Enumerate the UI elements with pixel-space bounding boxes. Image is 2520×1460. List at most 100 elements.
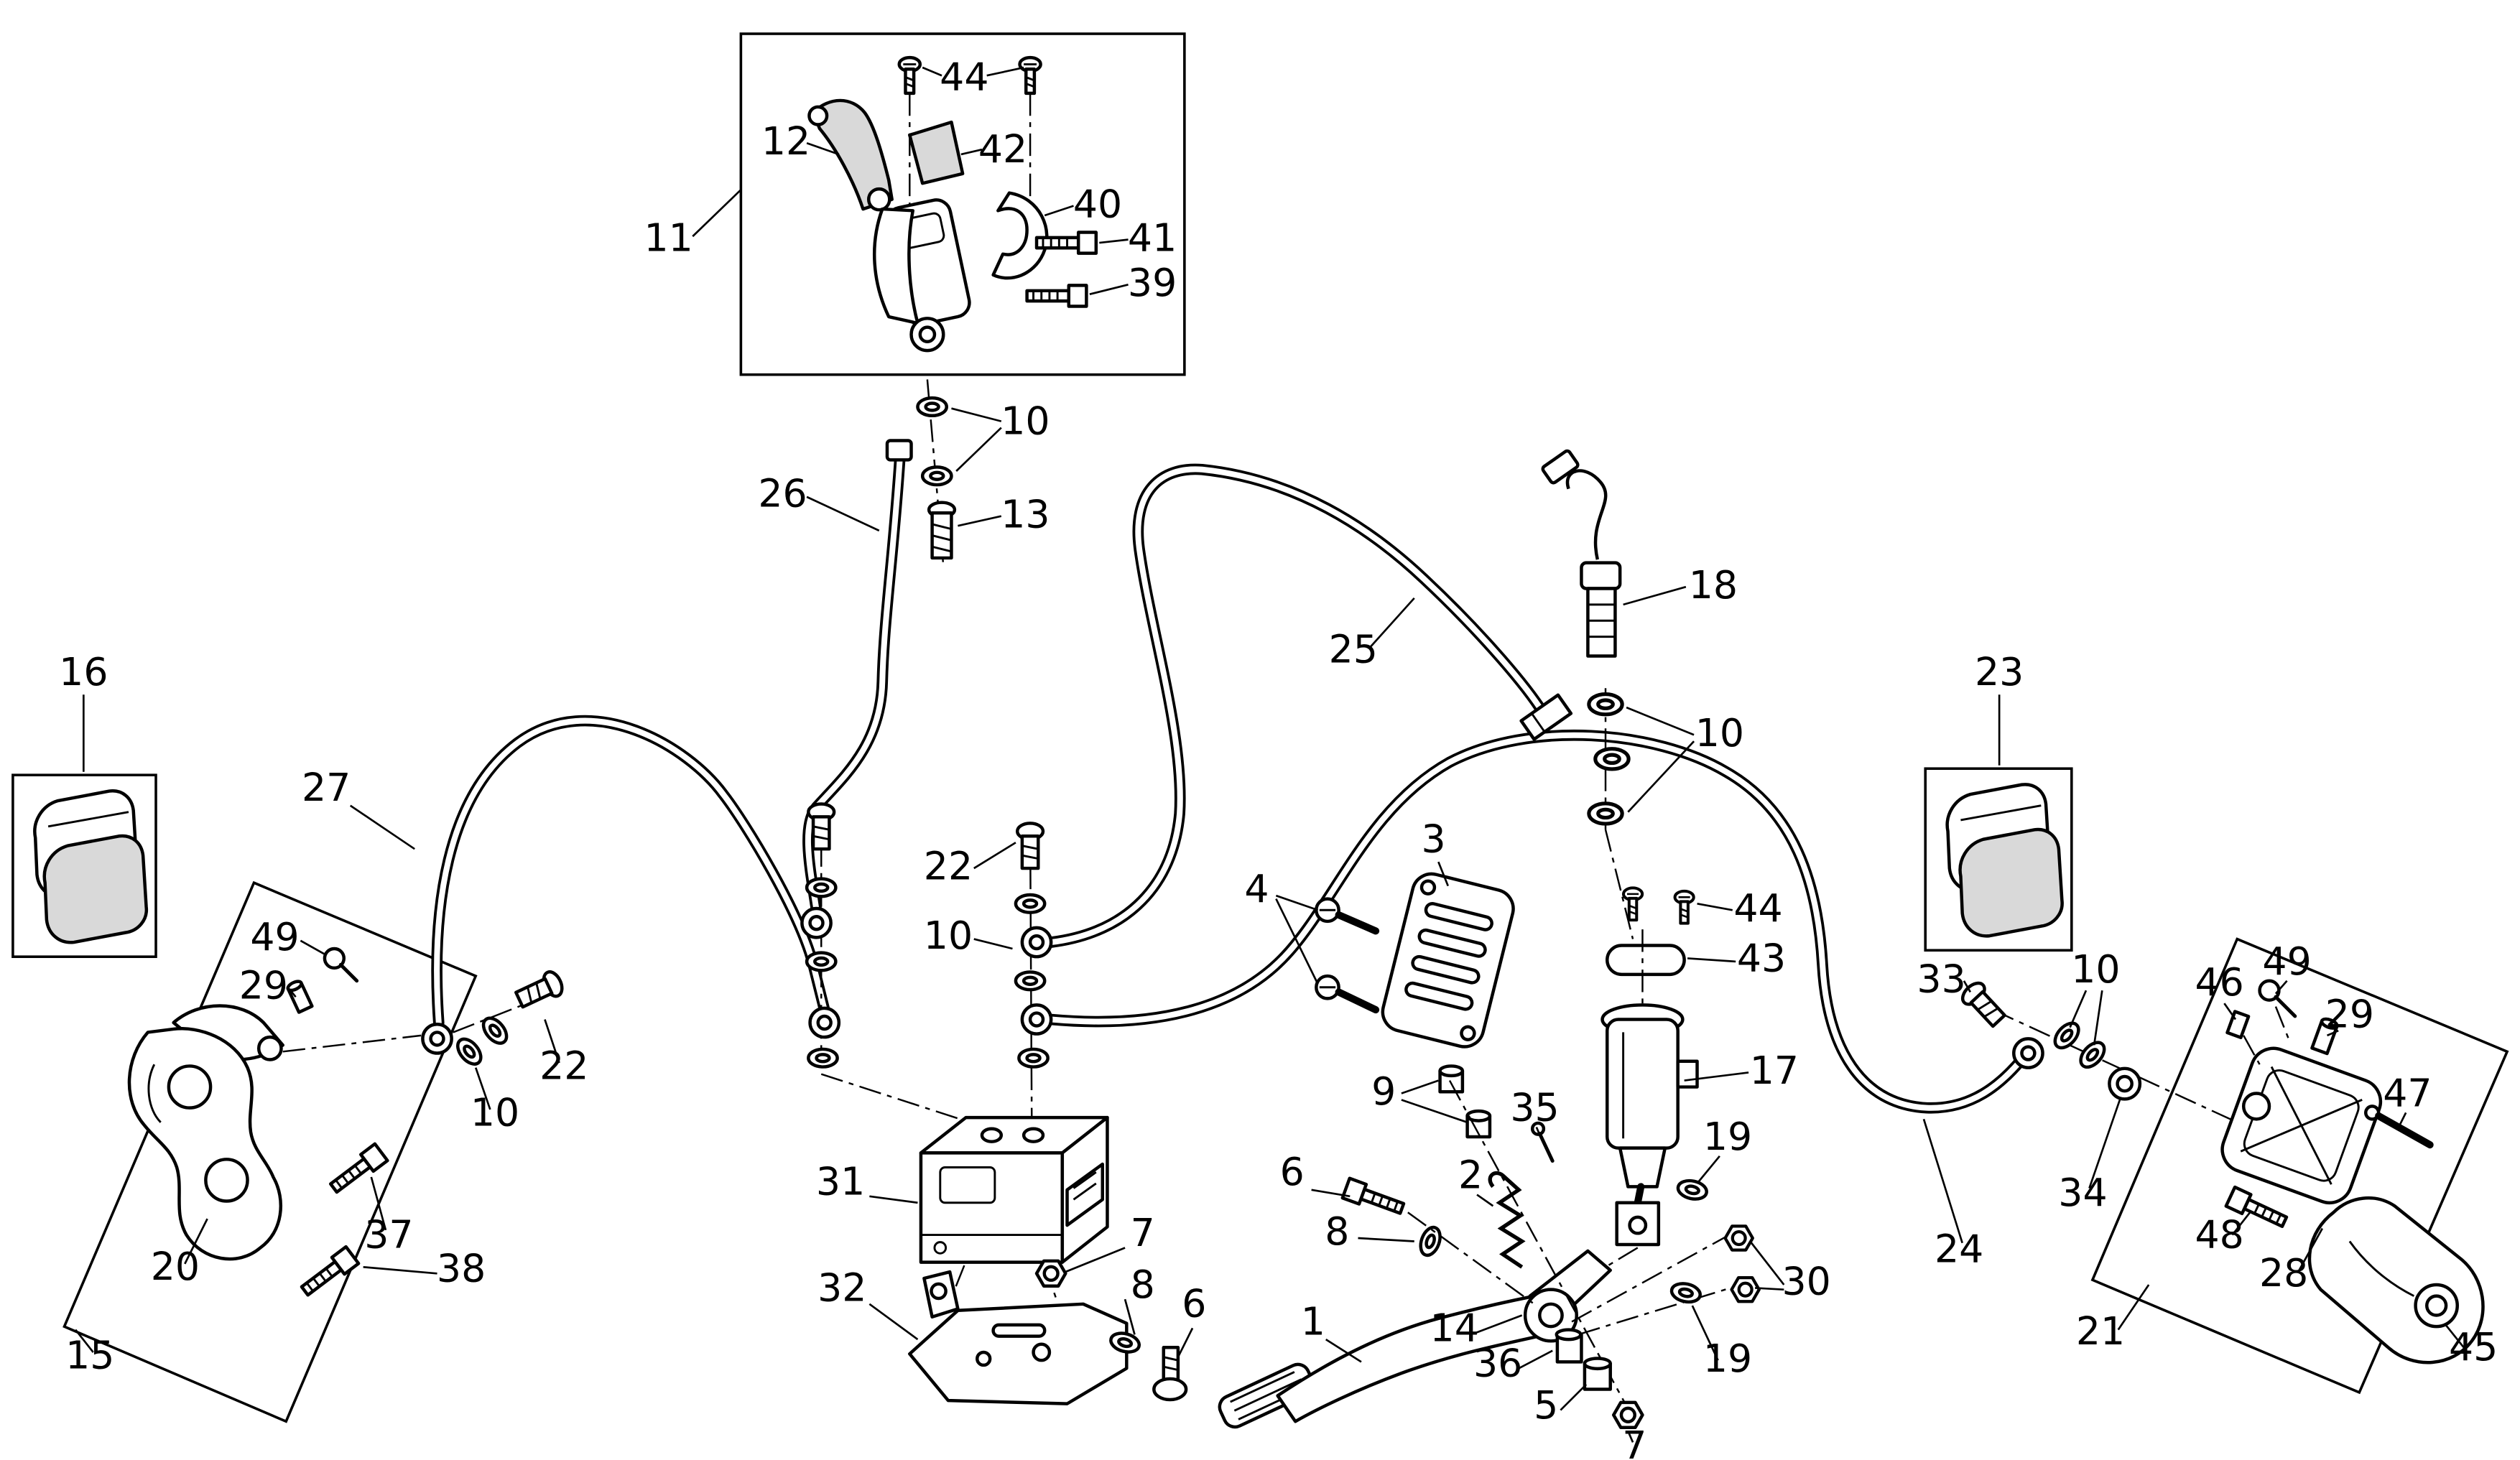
callout-8a: 8 (1325, 1209, 1349, 1254)
lever-mount-wedge (908, 120, 965, 185)
callout-38: 38 (437, 1245, 486, 1291)
callout-19a: 19 (1703, 1114, 1752, 1159)
callout-35: 35 (1510, 1085, 1559, 1130)
abs-bracket (908, 1261, 1188, 1405)
callout-labels: 44 12 42 40 41 39 11 10 26 13 25 18 10 1… (59, 54, 2498, 1460)
rear-caliper-hose (1045, 729, 2026, 1114)
callout-8b: 8 (1131, 1262, 1155, 1307)
heat-shield-screws (1315, 897, 1380, 1014)
callout-18: 18 (1689, 562, 1738, 608)
rear-hose-fitting-washers (1519, 688, 1634, 939)
rear-master-cylinder (1601, 888, 1699, 1268)
callout-30: 30 (1782, 1258, 1831, 1303)
banjo-bolt (514, 969, 565, 1011)
callout-15: 15 (65, 1332, 114, 1377)
hex-nut (1037, 1261, 1065, 1286)
washer (479, 1014, 511, 1048)
screw (899, 57, 920, 93)
callout-44b: 44 (1733, 885, 1782, 931)
rear-brake-pads (1945, 783, 2064, 938)
callout-2: 2 (1458, 1153, 1483, 1198)
hose-eyelet (1022, 928, 1051, 957)
callout-24: 24 (1935, 1227, 1983, 1272)
hex-nut (1732, 1278, 1759, 1301)
callout-6b: 6 (1182, 1281, 1206, 1326)
banjo-bolt (927, 501, 957, 560)
hose-eyelet (2014, 1038, 2042, 1067)
callout-45: 45 (2449, 1324, 2498, 1370)
callout-27: 27 (302, 765, 351, 810)
callout-20: 20 (151, 1244, 200, 1289)
return-spring (1488, 1171, 1526, 1269)
callout-25: 25 (1329, 626, 1378, 671)
callout-10b: 10 (1695, 710, 1744, 755)
bolt (1343, 1178, 1406, 1219)
callout-49b: 49 (2262, 939, 2311, 984)
washer (808, 1049, 837, 1067)
callout-11: 11 (644, 215, 693, 260)
rear-brake-caliper (2220, 979, 2485, 1364)
hose-eyelet (802, 908, 830, 937)
callout-7a: 7 (1131, 1210, 1155, 1255)
callout-10e: 10 (471, 1089, 519, 1135)
washer (1016, 972, 1044, 990)
screw (1020, 57, 1041, 93)
hose-eyelet (810, 1008, 839, 1037)
callout-36: 36 (1473, 1341, 1522, 1386)
callout-43: 43 (1737, 935, 1786, 980)
washer (1417, 1224, 1444, 1257)
washer (807, 953, 835, 971)
callout-37: 37 (364, 1212, 413, 1257)
brake-pedal (1218, 1080, 1736, 1429)
rear-caliper-banjo (1959, 979, 2238, 1123)
front-banjo-fasteners (885, 379, 957, 567)
callout-44a: 44 (940, 54, 988, 99)
brake-light-switch (1541, 449, 1622, 658)
handlebar-clamp (991, 191, 1049, 280)
screw (1675, 891, 1694, 924)
front-brake-pads (33, 789, 148, 944)
callout-26: 26 (758, 470, 807, 516)
bolt (1152, 1346, 1188, 1402)
callout-33: 33 (1917, 956, 1965, 1001)
callout-31: 31 (816, 1159, 865, 1204)
hose-eyelet (1022, 1005, 1051, 1033)
pivot-bolt-washer (1343, 1178, 1537, 1307)
callout-10a: 10 (1001, 399, 1050, 444)
leader-lines (75, 66, 2465, 1443)
callout-32: 32 (817, 1265, 866, 1310)
washer (1670, 1281, 1703, 1304)
washer (1595, 749, 1629, 769)
callout-3: 3 (1422, 817, 1446, 862)
heat-shield (1381, 872, 1515, 1048)
callout-21: 21 (2076, 1308, 2125, 1354)
callout-46: 46 (2195, 959, 2243, 1005)
callout-10c: 10 (924, 913, 973, 958)
rear-caliper-inset-box (2090, 937, 2509, 1395)
callout-14: 14 (1430, 1305, 1479, 1350)
center-junction-fasteners (802, 804, 1051, 1130)
callout-19b: 19 (1703, 1336, 1752, 1381)
callout-10d: 10 (2071, 947, 2120, 992)
banjo-bolt (808, 804, 834, 849)
front-pads-box (11, 773, 157, 958)
callout-47: 47 (2383, 1070, 2432, 1115)
callout-22b: 22 (539, 1043, 588, 1088)
reservoir-cap (1606, 944, 1686, 977)
washer (1677, 1178, 1709, 1201)
callout-13: 13 (1001, 491, 1050, 536)
callout-29a: 29 (239, 962, 288, 1008)
callout-42: 42 (978, 126, 1027, 172)
front-brake-caliper (127, 947, 422, 1299)
front-caliper-inset-box (62, 880, 478, 1423)
seal-ring (2109, 1069, 2140, 1099)
bolt (328, 1144, 388, 1196)
washer (922, 467, 951, 485)
callout-12: 12 (761, 118, 810, 164)
callout-39: 39 (1128, 260, 1177, 305)
washer (1589, 804, 1622, 824)
brake-hoses (431, 451, 2026, 1114)
washer (2076, 1038, 2108, 1071)
callout-29b: 29 (2325, 992, 2374, 1037)
callout-22a: 22 (924, 844, 973, 889)
